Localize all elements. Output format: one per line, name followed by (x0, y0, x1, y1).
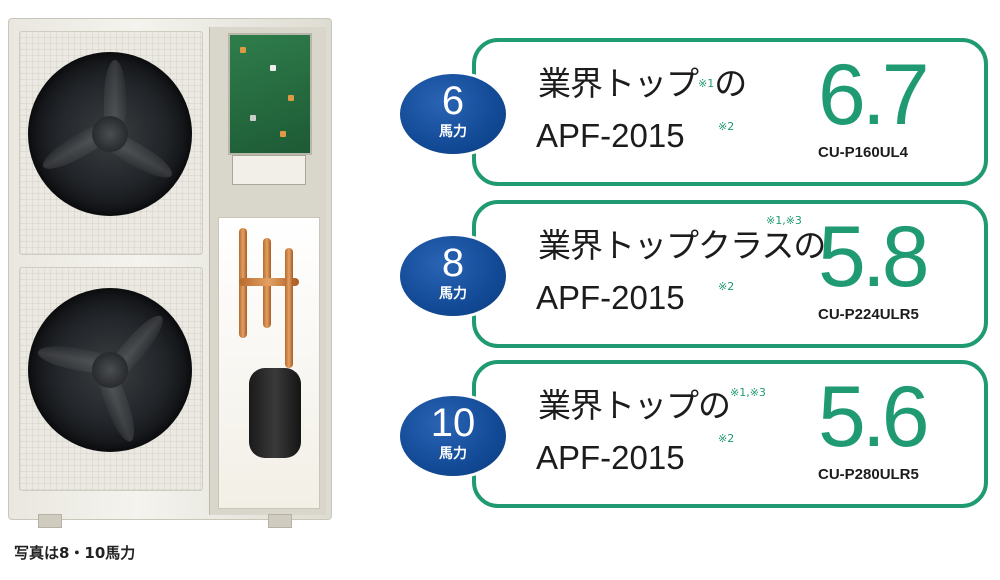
apf-label: APF-2015 (536, 439, 685, 476)
headline: 業界トップクラスの (538, 226, 826, 265)
horsepower-badge: 6 馬力 (400, 74, 506, 154)
headline: 業界トップ※1の (538, 64, 747, 103)
footnote-mark: ※2 (718, 120, 735, 133)
spec-card: 5.8 CU-P224ULR5 (472, 200, 988, 348)
horsepower-badge: 8 馬力 (400, 236, 506, 316)
spec-card: 5.6 CU-P280ULR5 (472, 360, 988, 508)
headline: 業界トップの (538, 386, 731, 425)
fan-icon (28, 288, 192, 452)
model-number: CU-P160UL4 (818, 144, 909, 161)
compressor (249, 368, 301, 458)
unit-casing (8, 18, 332, 520)
footnote-mark: ※1,※3 (730, 386, 766, 399)
footnote-mark: ※1,※3 (766, 214, 802, 227)
fan-icon (28, 52, 192, 216)
terminal-block (232, 155, 306, 185)
compressor-area (218, 217, 320, 509)
footnote-mark: ※1 (698, 77, 715, 90)
horsepower-number: 8 (441, 241, 465, 285)
apf-value: 5.8 (818, 209, 930, 305)
outdoor-unit-photo (8, 18, 340, 528)
horsepower-unit: 馬力 (439, 124, 467, 140)
apf-value: 5.6 (818, 369, 930, 465)
spec-row-10hp: 5.6 CU-P280ULR5 10 馬力 業界トップの ※1,※3 APF-2… (400, 360, 996, 510)
footnote-mark: ※2 (718, 432, 735, 445)
fan-panel-top (19, 31, 203, 255)
photo-caption: 写真は8・10馬力 (14, 544, 136, 562)
horsepower-unit: 馬力 (439, 446, 467, 462)
horsepower-number: 10 (430, 401, 476, 445)
horsepower-unit: 馬力 (439, 286, 467, 302)
apf-label: APF-2015 (536, 279, 685, 316)
model-number: CU-P280ULR5 (818, 466, 919, 483)
circuit-board (228, 33, 312, 155)
model-number: CU-P224ULR5 (818, 306, 919, 323)
horsepower-number: 6 (441, 79, 465, 123)
apf-value: 6.7 (818, 47, 930, 143)
spec-row-8hp: 5.8 CU-P224ULR5 8 馬力 ※1,※3 業界トップクラスの APF… (400, 200, 996, 350)
fan-panel-bottom (19, 267, 203, 491)
footnote-mark: ※2 (718, 280, 735, 293)
spec-row-6hp: 6.7 CU-P160UL4 6 馬力 業界トップ※1の APF-2015 ※2 (400, 38, 996, 188)
horsepower-badge: 10 馬力 (400, 396, 506, 476)
internal-components (209, 27, 326, 515)
spec-card: 6.7 CU-P160UL4 (472, 38, 988, 186)
apf-label: APF-2015 (536, 117, 685, 154)
